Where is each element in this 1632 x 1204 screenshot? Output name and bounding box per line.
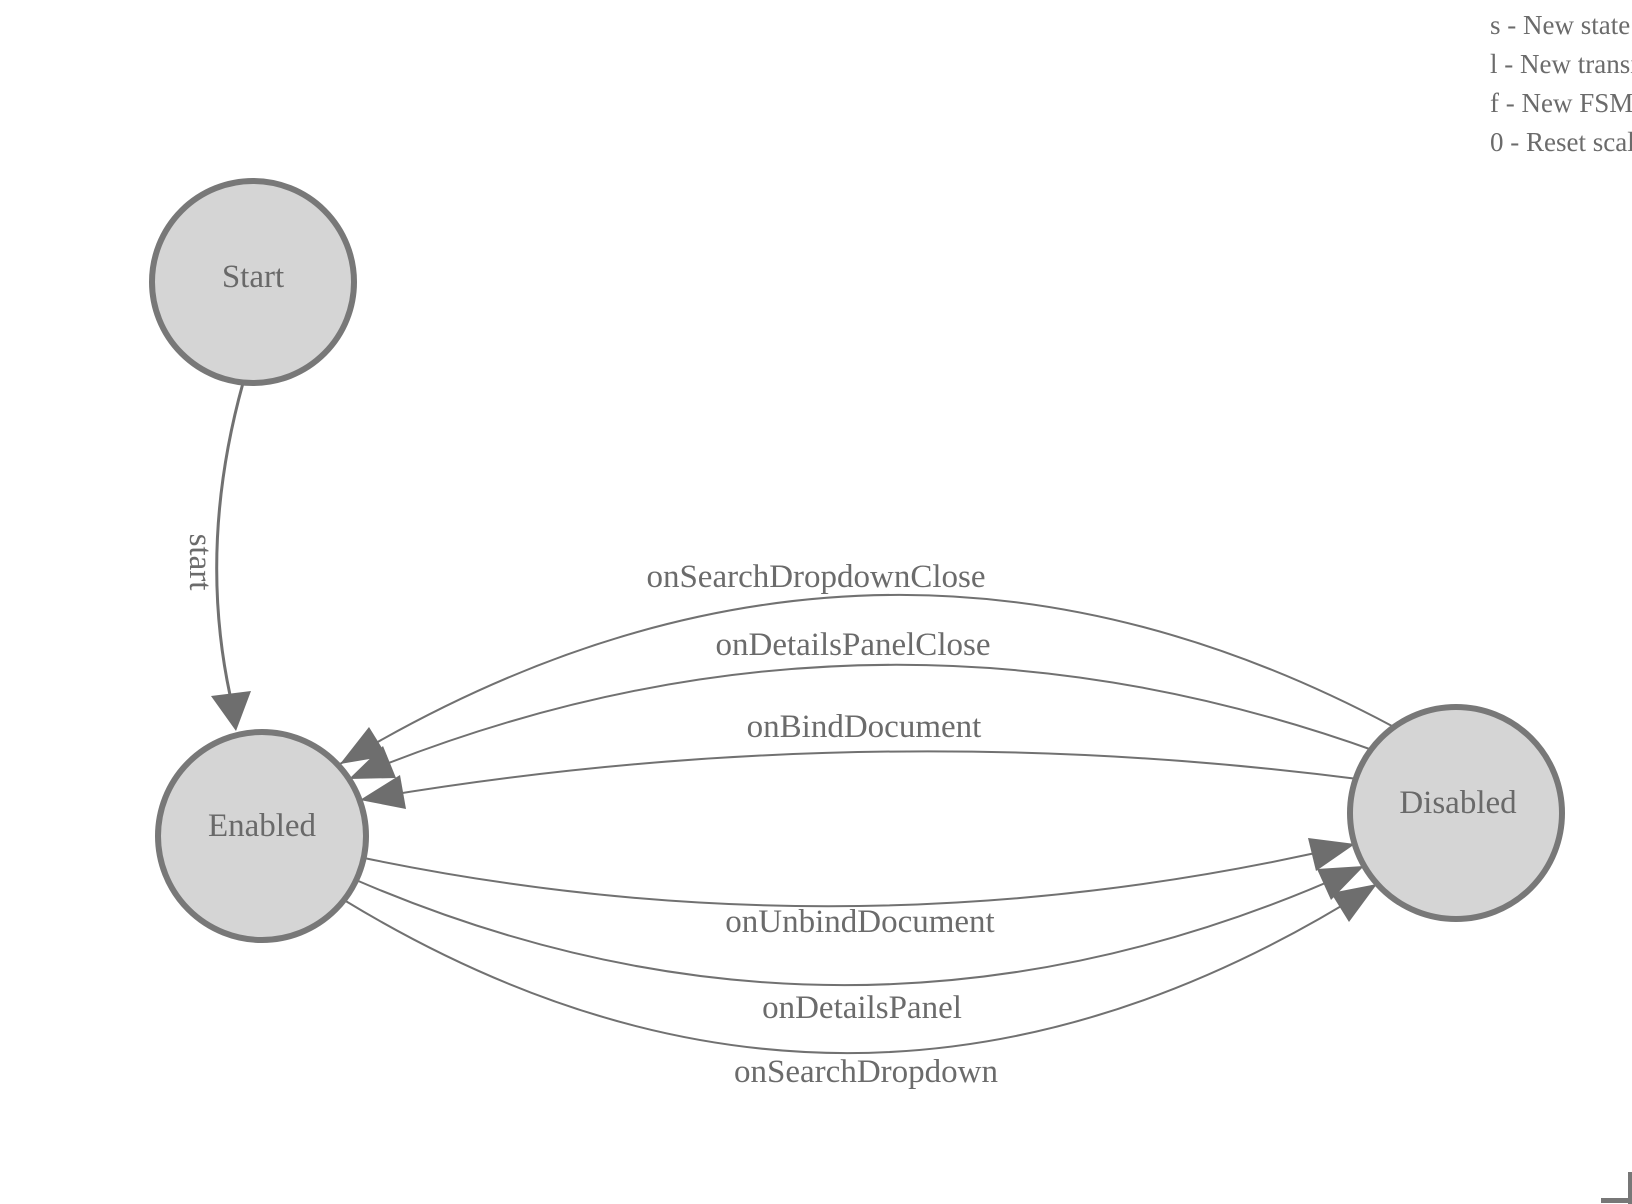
legend-item-reset-scale: 0 - Reset scale (1490, 127, 1632, 157)
arrowhead-on-details-panel (1317, 866, 1364, 900)
edge-on-details-panel-close[interactable] (348, 663, 1379, 780)
legend-item-new-transition: l - New transition (1490, 49, 1632, 79)
clipped-box-left-edge (1628, 1172, 1632, 1204)
state-label-start: Start (222, 259, 284, 295)
edge-on-unbind-document[interactable] (363, 843, 1356, 908)
shortcut-legend: s - New state l - New transition f - New… (1490, 6, 1632, 162)
arrowhead-on-bind-document (360, 775, 406, 809)
arrowhead-on-search-dropdown (1331, 884, 1377, 922)
edge-label-on-details-panel: onDetailsPanel (762, 990, 962, 1026)
edge-label-on-search-dropdown-close: onSearchDropdownClose (646, 559, 985, 595)
state-label-enabled: Enabled (208, 808, 317, 844)
legend-item-new-fsm: f - New FSM (1490, 88, 1632, 118)
state-label-disabled: Disabled (1399, 785, 1517, 821)
edge-label-on-details-panel-close: onDetailsPanelClose (716, 627, 991, 663)
state-node-enabled[interactable] (155, 729, 369, 943)
edge-on-search-dropdown-close[interactable] (339, 593, 1393, 765)
edge-start-transition[interactable] (215, 382, 245, 696)
clipped-box-bottom-edge (1601, 1198, 1632, 1203)
arrowhead-on-unbind-document (1308, 838, 1355, 871)
state-node-start[interactable] (149, 178, 357, 386)
edge-label-on-unbind-document: onUnbindDocument (725, 904, 994, 940)
edge-label-on-bind-document: onBindDocument (747, 709, 982, 745)
edge-on-details-panel[interactable] (355, 865, 1365, 987)
edge-on-search-dropdown[interactable] (343, 883, 1378, 1054)
arrowhead-on-details-panel-close (349, 746, 396, 779)
edge-on-bind-document[interactable] (359, 750, 1367, 801)
edge-label-start-transition: start (182, 534, 218, 591)
edge-label-on-search-dropdown: onSearchDropdown (734, 1054, 998, 1090)
legend-item-new-state: s - New state (1490, 10, 1631, 40)
arrowhead-start-transition (211, 691, 251, 731)
state-node-disabled[interactable] (1347, 704, 1565, 922)
